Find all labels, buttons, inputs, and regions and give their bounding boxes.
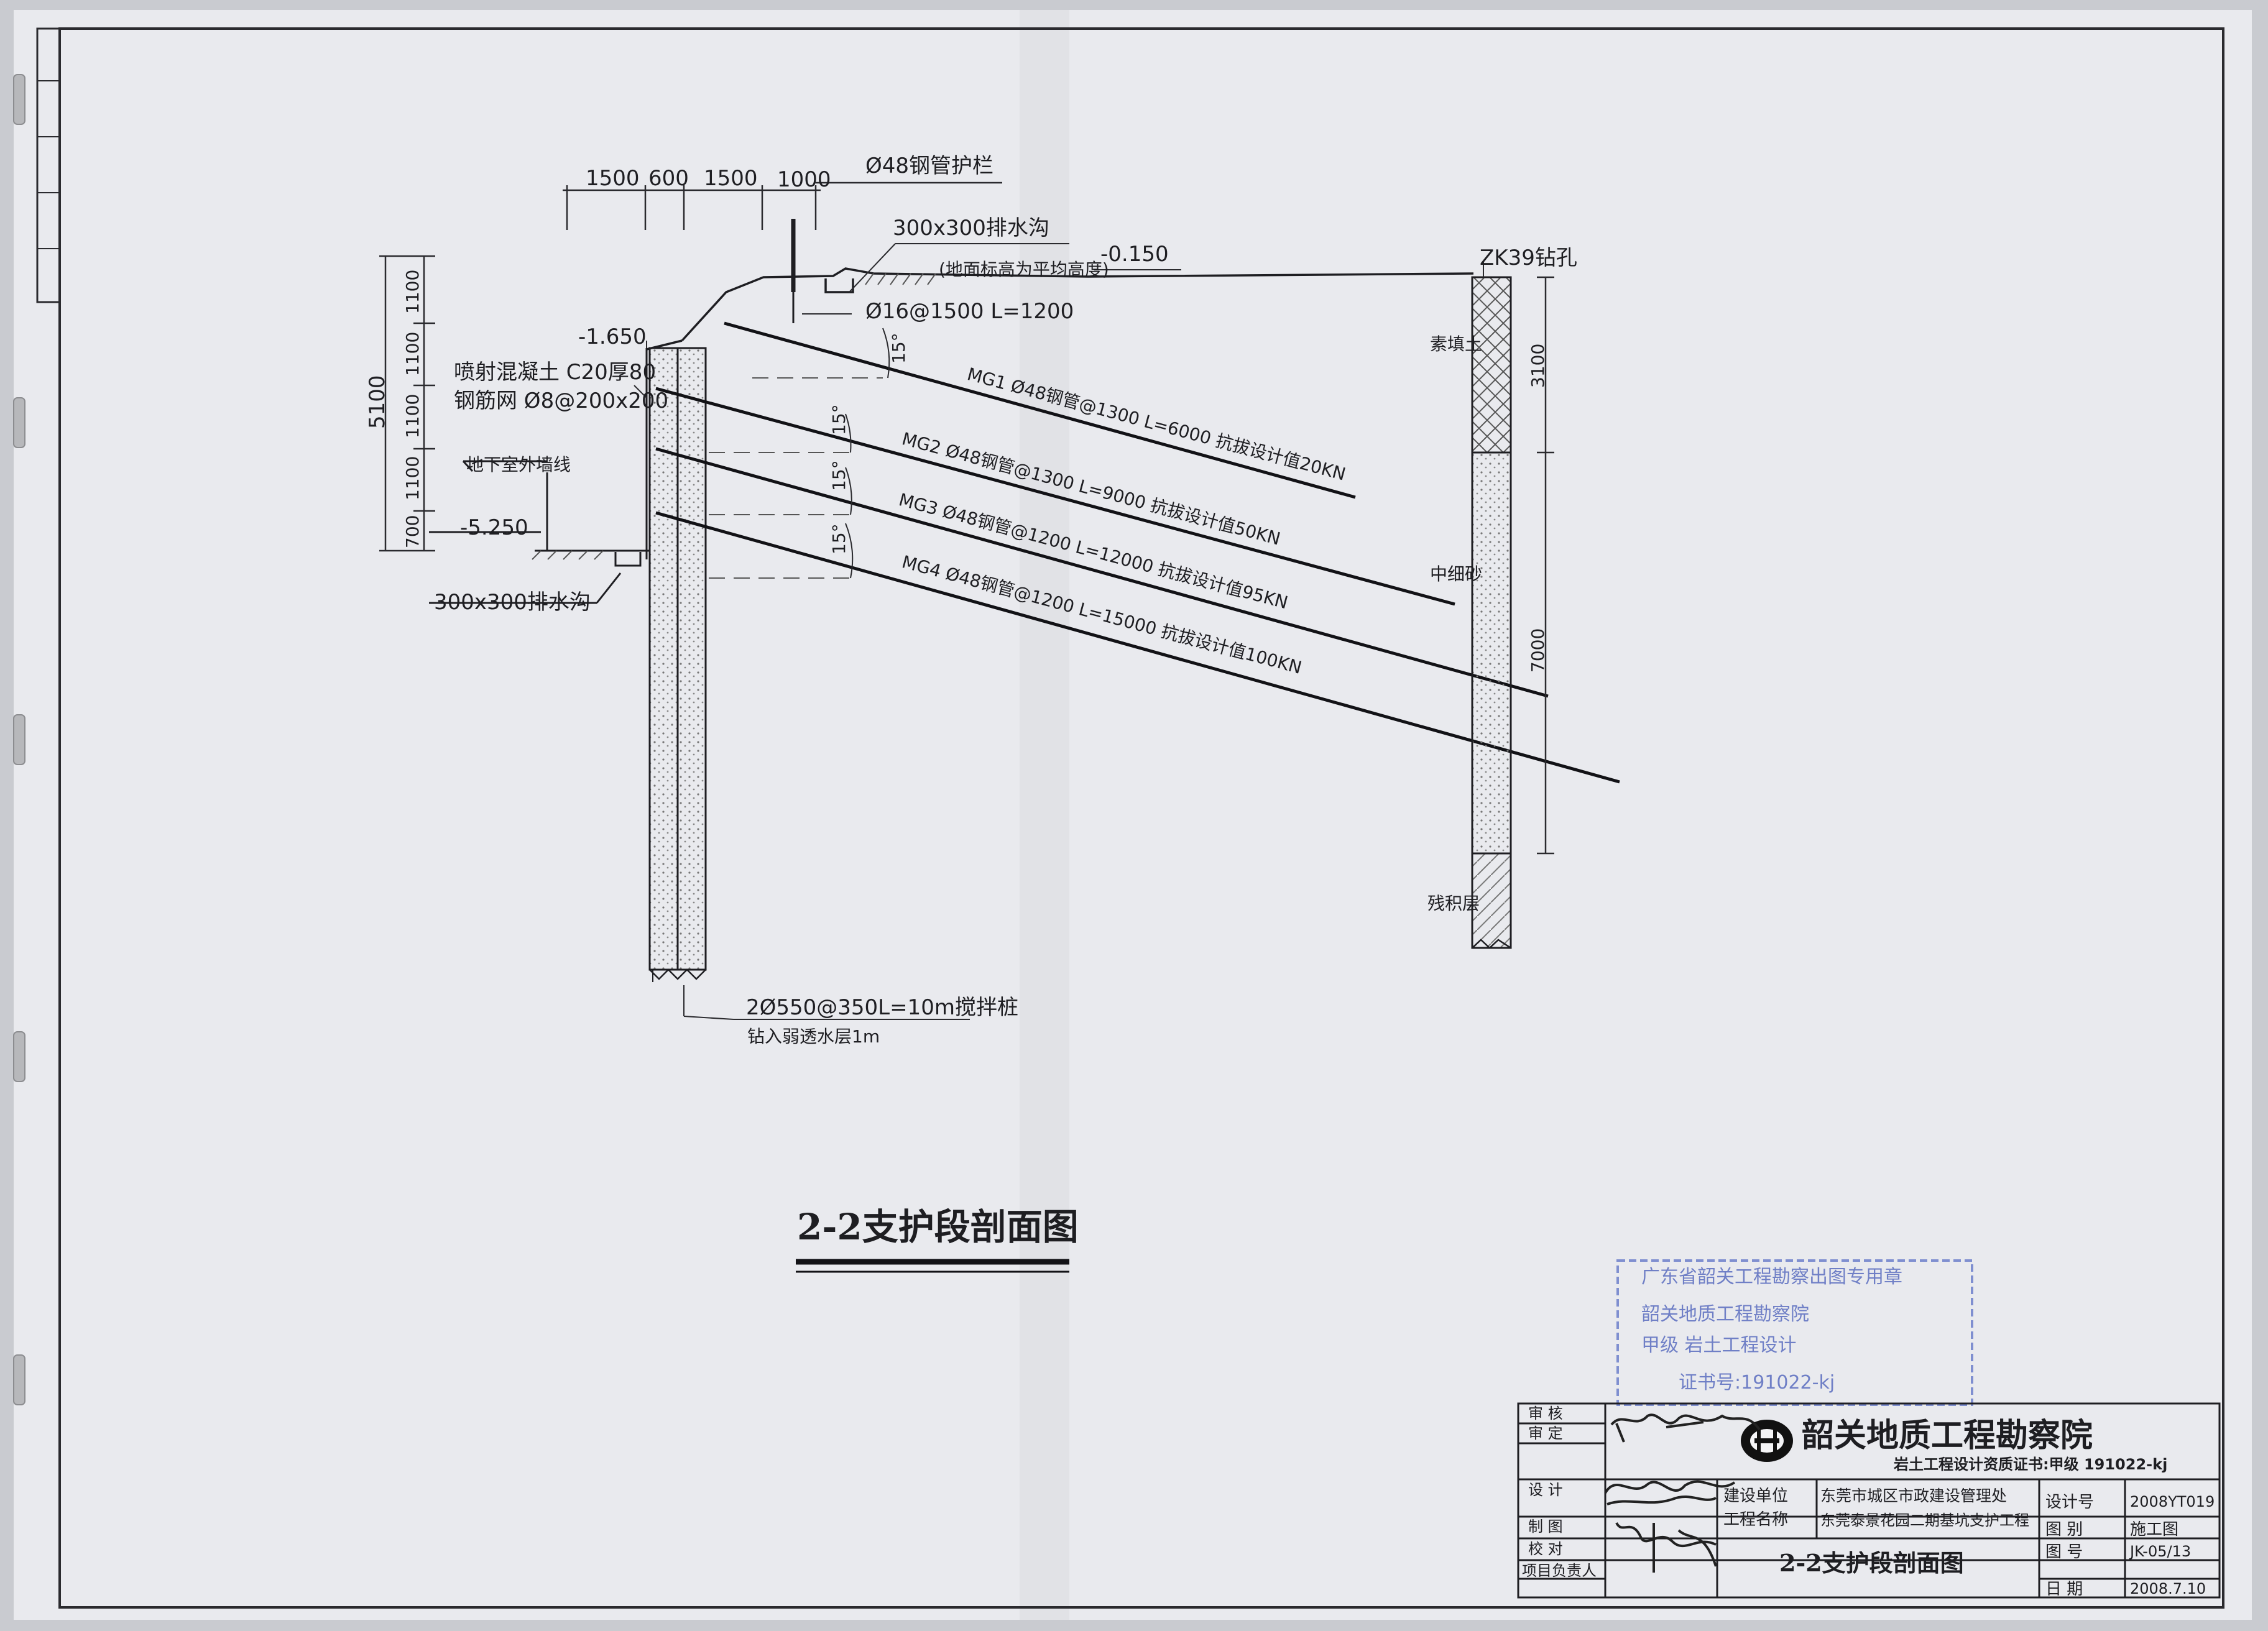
level-ground: -0.150: [1100, 242, 1169, 267]
label-reviewer: 审 核: [1528, 1405, 1563, 1422]
stamp-line-4: 证书号:191022-kj: [1679, 1372, 1835, 1394]
label-designer: 设 计: [1528, 1481, 1563, 1499]
dim-3100: 3100: [1528, 343, 1548, 388]
client-value: 东莞市城区市政建设管理处: [1820, 1487, 2008, 1505]
label-approver: 审 定: [1528, 1425, 1563, 1442]
label-project-lead: 项目负责人: [1522, 1562, 1597, 1579]
stamp-line-3: 甲级 岩土工程设计: [1641, 1335, 1797, 1356]
soil-residual-label: 残积层: [1427, 893, 1480, 914]
design-no-label: 设计号: [2045, 1493, 2095, 1512]
stamp-line-1: 广东省韶关工程勘察出图专用章: [1641, 1266, 1902, 1288]
stamp-line-2: 韶关地质工程勘察院: [1641, 1303, 1809, 1325]
category-label: 图 别: [2045, 1520, 2083, 1539]
drain-bottom-label: 300x300排水沟: [434, 590, 591, 615]
dim-left-1100-d: 1100: [402, 456, 423, 500]
project-label: 工程名称: [1723, 1510, 1789, 1529]
dim-7000: 7000: [1528, 628, 1548, 673]
dim-left-1100-c: 1100: [402, 393, 423, 438]
org-logo-icon: [1741, 1420, 1793, 1462]
label-checker: 校 对: [1528, 1540, 1563, 1558]
dim-left-1100-b: 1100: [402, 331, 423, 376]
dim-total-5100: 5100: [365, 375, 390, 429]
drawing-title: 2-2支护段剖面图: [797, 1206, 1079, 1248]
level-wall-top: -1.650: [578, 324, 647, 349]
sheet-no-label: 图 号: [2045, 1543, 2083, 1561]
level-bottom: -5.250: [460, 515, 528, 540]
signature-marks: [1604, 1413, 1761, 1573]
soil-sand-label: 中细砂: [1430, 564, 1483, 584]
angle-label-3: 15°: [829, 460, 849, 491]
label-drafter: 制 图: [1528, 1518, 1563, 1535]
drain-top-label: 300x300排水沟: [893, 216, 1049, 241]
top-nail-label: Ø16@1500 L=1200: [865, 299, 1074, 324]
title-block-drawing-title: 2-2支护段剖面图: [1779, 1549, 1964, 1577]
soil-fill-label: 素填土: [1430, 334, 1483, 354]
borehole-label: ZK39钻孔: [1480, 246, 1577, 270]
dim-left-700: 700: [402, 515, 423, 548]
mesh-label: 钢筋网 Ø8@200x200: [454, 388, 669, 413]
org-cert: 岩土工程设计资质证书:甲级 191022-kj: [1894, 1456, 2168, 1473]
ground-note: (地面标高为平均高度): [939, 259, 1109, 280]
dim-top-1000: 1000: [777, 167, 831, 192]
angle-label-4: 15°: [829, 523, 849, 554]
angle-label-1: 15°: [888, 333, 909, 364]
dim-top-1500-b: 1500: [704, 166, 758, 191]
angle-label-2: 15°: [829, 404, 849, 435]
date-value: 2008.7.10: [2130, 1580, 2206, 1597]
pile-label: 2Ø550@350L=10m搅拌桩: [746, 995, 1018, 1020]
client-label: 建设单位: [1723, 1487, 1789, 1505]
pipe-guard-label: Ø48钢管护栏: [865, 154, 994, 178]
org-name: 韶关地质工程勘察院: [1802, 1417, 2093, 1454]
dim-top-1500-a: 1500: [586, 166, 640, 191]
sheet-no-value: JK-05/13: [2130, 1543, 2192, 1560]
project-value: 东莞泰景花园二期基坑支护工程: [1820, 1512, 2029, 1529]
date-label: 日 期: [2045, 1580, 2083, 1599]
design-no-value: 2008YT019: [2130, 1493, 2215, 1510]
dim-left-1100-a: 1100: [402, 269, 423, 314]
basement-line-label: 地下室外墙线: [466, 454, 571, 475]
category-value: 施工图: [2130, 1520, 2179, 1539]
shotcrete-label: 喷射混凝土 C20厚80: [454, 360, 657, 385]
pile-depth-label: 钻入弱透水层1m: [747, 1026, 880, 1047]
dim-top-600: 600: [648, 166, 689, 191]
